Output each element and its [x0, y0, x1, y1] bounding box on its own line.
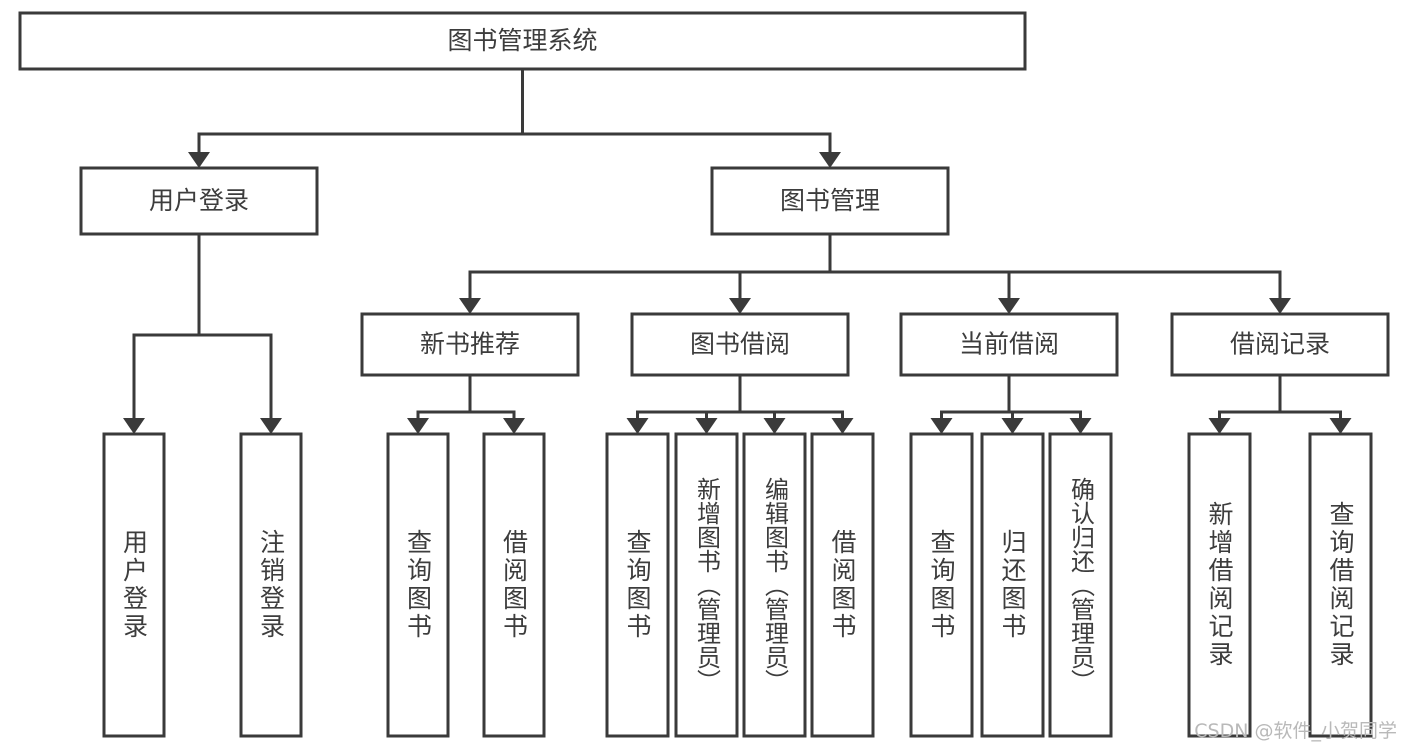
edge-current-borrow-to-leaf-query-book-3-arrowhead: [930, 418, 953, 434]
node-leaf-query-book-3-rect[interactable]: [909, 432, 974, 738]
node-leaf-add-borrow-record-label: 新增借阅记录: [1205, 501, 1234, 669]
connector-group: [123, 67, 1352, 434]
edge-title-to-user-login-arrowhead: [188, 152, 210, 168]
node-leaf-edit-book-admin-rect[interactable]: [742, 432, 807, 738]
node-leaf-logout-login-rect[interactable]: [239, 432, 303, 738]
edge-book-manage-to-book-borrow-arrowhead: [729, 298, 751, 314]
node-user-login-label: 用户登录: [149, 186, 249, 215]
node-leaf-borrow-book-2-rect[interactable]: [810, 432, 875, 738]
node-book-manage-rect[interactable]: [710, 166, 950, 236]
edge-user-login-to-leaf-user-login-arrowhead: [123, 418, 145, 434]
node-new-book-recommend-label: 新书推荐: [420, 330, 520, 359]
edge-book-borrow-to-leaf-query-book-2-arrowhead: [626, 418, 649, 434]
node-leaf-user-login-label: 用户登录: [119, 529, 149, 641]
node-current-borrow[interactable]: 当前借阅: [899, 312, 1119, 377]
node-leaf-query-book-2-label: 查询图书: [623, 529, 652, 641]
node-leaf-user-login-rect[interactable]: [102, 432, 166, 738]
node-leaf-add-book-admin-label: 新增图书（管理员）: [692, 477, 721, 693]
node-borrow-record-rect[interactable]: [1170, 312, 1390, 377]
edge-book-manage-to-borrow-record-arrowhead: [1269, 298, 1291, 314]
node-leaf-borrow-book-2-label: 借阅图书: [828, 529, 857, 641]
node-leaf-query-borrow-record-label: 查询借阅记录: [1326, 501, 1355, 669]
edge-current-borrow-to-leaf-return-book-arrowhead: [1001, 418, 1024, 434]
node-leaf-confirm-return-admin-rect[interactable]: [1048, 432, 1113, 738]
node-title[interactable]: 图书管理系统: [18, 11, 1027, 71]
node-current-borrow-rect[interactable]: [899, 312, 1119, 377]
node-leaf-query-book-2-rect[interactable]: [605, 432, 670, 738]
node-leaf-query-book-1-rect[interactable]: [386, 432, 450, 738]
edge-book-borrow-to-leaf-borrow-book-2-arrowhead: [831, 418, 854, 434]
node-book-borrow-rect[interactable]: [630, 312, 850, 377]
node-title-rect[interactable]: [18, 11, 1027, 71]
watermark-text: CSDN @软件_小贺同学: [1194, 720, 1397, 742]
node-leaf-add-book-admin-rect[interactable]: [674, 432, 739, 738]
node-leaf-return-book-label: 归还图书: [998, 529, 1027, 641]
edge-title-to-book-manage-arrowhead: [819, 152, 841, 168]
node-title-label: 图书管理系统: [447, 26, 597, 55]
edge-book-manage-to-new-book-recommend-arrowhead: [459, 298, 481, 314]
node-leaf-borrow-book-1-rect[interactable]: [482, 432, 546, 738]
edge-book-borrow-to-leaf-add-book-admin-arrowhead: [695, 418, 718, 434]
node-leaf-return-book-rect[interactable]: [980, 432, 1045, 738]
edge-user-login-to-leaf-logout-login-arrowhead: [260, 418, 282, 434]
node-leaf-borrow-book-1-label: 借阅图书: [499, 529, 529, 641]
edge-borrow-record-to-leaf-query-borrow-record-arrowhead: [1329, 418, 1352, 434]
node-book-borrow-label: 图书借阅: [690, 330, 790, 359]
node-book-manage-label: 图书管理: [780, 186, 880, 215]
edge-new-book-recommend-to-leaf-query-book-1-arrowhead: [407, 418, 429, 434]
node-new-book-recommend-rect[interactable]: [360, 312, 580, 377]
node-current-borrow-label: 当前借阅: [959, 330, 1059, 359]
edge-current-borrow-to-leaf-confirm-return-admin-arrowhead: [1069, 418, 1092, 434]
node-new-book-recommend[interactable]: 新书推荐: [360, 312, 580, 377]
node-leaf-confirm-return-admin-label: 确认归还（管理员）: [1066, 477, 1095, 693]
edge-book-manage-to-current-borrow-arrowhead: [998, 298, 1020, 314]
node-leaf-logout-login-label: 注销登录: [256, 529, 286, 641]
node-user-login[interactable]: 用户登录: [79, 166, 319, 236]
node-book-manage[interactable]: 图书管理: [710, 166, 950, 236]
edge-new-book-recommend-to-leaf-borrow-book-1-arrowhead: [503, 418, 525, 434]
node-leaf-query-book-3-label: 查询图书: [927, 529, 956, 641]
edge-book-borrow-to-leaf-edit-book-admin-arrowhead: [763, 418, 786, 434]
node-leaf-query-borrow-record-rect[interactable]: [1308, 432, 1373, 738]
edge-borrow-record-to-leaf-add-borrow-record-arrowhead: [1208, 418, 1231, 434]
node-borrow-record[interactable]: 借阅记录: [1170, 312, 1390, 377]
node-leaf-query-book-1-label: 查询图书: [403, 529, 433, 641]
node-user-login-rect[interactable]: [79, 166, 319, 236]
node-book-borrow[interactable]: 图书借阅: [630, 312, 850, 377]
node-leaf-add-borrow-record-rect[interactable]: [1187, 432, 1252, 738]
node-borrow-record-label: 借阅记录: [1230, 330, 1330, 359]
node-leaf-edit-book-admin-label: 编辑图书（管理员）: [760, 477, 789, 693]
